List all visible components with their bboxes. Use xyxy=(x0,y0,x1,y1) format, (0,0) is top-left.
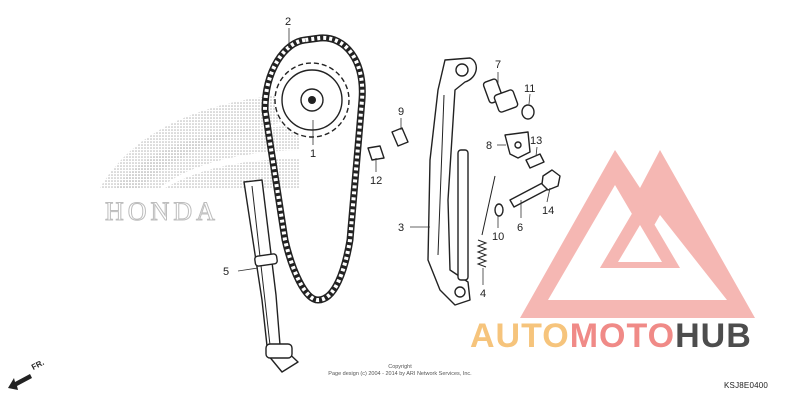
honda-watermark-text: HONDA xyxy=(105,197,219,226)
brand-auto: AUTO xyxy=(470,317,570,355)
part-11-o-ring xyxy=(521,104,535,120)
part-4-tensioner-rod xyxy=(457,149,496,281)
copyright-line-1: Copyright xyxy=(388,364,412,370)
arrow-front-icon xyxy=(8,374,32,390)
callout-9: 9 xyxy=(398,106,404,118)
diagram-code: KSJ8E0400 xyxy=(724,381,769,390)
part-12-bolt xyxy=(367,145,385,161)
callout-4: 4 xyxy=(480,288,486,300)
brand-moto: MOTO xyxy=(569,317,676,355)
part-2-cam-chain xyxy=(261,34,366,304)
callout-1: 1 xyxy=(310,148,316,160)
copyright-notice: Copyright Page design (c) 2004 - 2014 by… xyxy=(300,364,500,378)
part-1-cam-sprocket xyxy=(274,62,350,138)
callout-5: 5 xyxy=(223,266,229,278)
leader-lines xyxy=(237,28,551,285)
part-7-tensioner-lifter xyxy=(482,78,519,113)
callout-14: 14 xyxy=(542,205,554,217)
copyright-line-2: Page design (c) 2004 - 2014 by ARI Netwo… xyxy=(328,371,472,377)
callout-10: 10 xyxy=(492,231,504,243)
callout-7: 7 xyxy=(495,59,501,71)
part-8-stopper-plate xyxy=(504,131,531,159)
callout-13: 13 xyxy=(530,135,542,147)
brand-hub: HUB xyxy=(675,317,752,355)
part-10-washer xyxy=(494,203,504,217)
honda-wing-watermark: HONDA xyxy=(100,92,300,227)
callout-numbers: 1 2 3 4 5 6 7 8 9 10 11 12 13 14 xyxy=(223,16,554,300)
callout-8: 8 xyxy=(486,140,492,152)
automotohub-logo-watermark xyxy=(520,150,755,318)
part-9-bolt xyxy=(391,127,409,147)
part-14-nut xyxy=(541,169,561,191)
callout-2: 2 xyxy=(285,16,291,28)
part-5-chain-guide xyxy=(243,179,299,373)
part-13-bolt xyxy=(525,153,545,169)
callout-11: 11 xyxy=(524,83,535,95)
callout-6: 6 xyxy=(517,222,523,234)
callout-3: 3 xyxy=(398,222,404,234)
automotohub-wordmark: AUTOMOTOHUB xyxy=(470,318,752,354)
callout-12: 12 xyxy=(370,175,382,187)
part-3-tensioner-arm xyxy=(427,57,477,306)
